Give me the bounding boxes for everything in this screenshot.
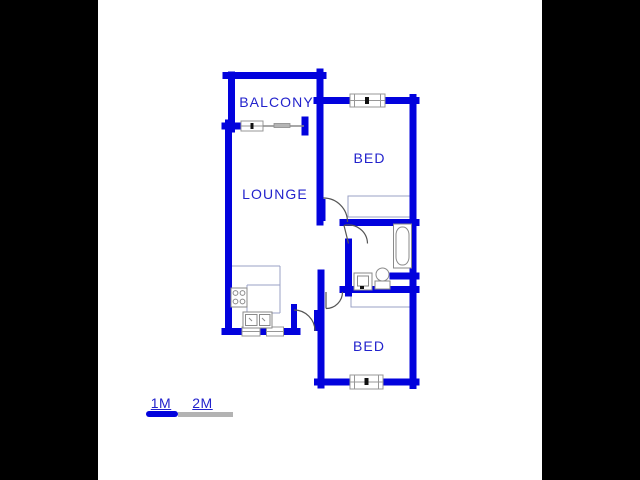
room-label-bed-bottom: BED: [352, 338, 386, 354]
window-symbol: [240, 120, 264, 132]
sliding-door-symbol: [263, 123, 304, 128]
scale-label-2m: 2M: [192, 395, 213, 411]
wardrobe-symbol: [350, 290, 412, 308]
door-swing-arc: [343, 224, 369, 244]
scale-label-1m: 1M: [150, 395, 172, 411]
toilet-icon: [374, 267, 391, 290]
basin-icon: [353, 272, 373, 291]
openings: [240, 93, 386, 390]
bathtub-icon: [393, 223, 412, 269]
scale-bar-1m-segment: [146, 411, 178, 417]
door-swing-arc: [325, 291, 344, 310]
room-label-bed-top: BED: [353, 150, 386, 166]
kitchen-sink-icon: [242, 311, 273, 329]
window-symbol: [266, 326, 284, 337]
window-symbol: [349, 374, 384, 390]
doors: [293, 197, 369, 332]
letterbox-right-bar: [542, 0, 640, 480]
window-symbol: [349, 93, 386, 108]
door-swing-arc: [293, 309, 316, 332]
stove-icon: [230, 287, 248, 308]
walls: [221, 68, 420, 389]
wardrobe-symbol: [347, 195, 411, 218]
door-leaf: [343, 225, 350, 244]
room-label-balcony: BALCONY: [239, 94, 314, 110]
letterbox-left-bar: [0, 0, 98, 480]
kitchen-counter-outline: [232, 265, 281, 314]
room-label-lounge: LOUNGE: [242, 186, 308, 202]
door-swing-arc: [323, 197, 349, 223]
scale-bar-2m-segment: [178, 412, 233, 417]
fixtures: [230, 223, 412, 329]
